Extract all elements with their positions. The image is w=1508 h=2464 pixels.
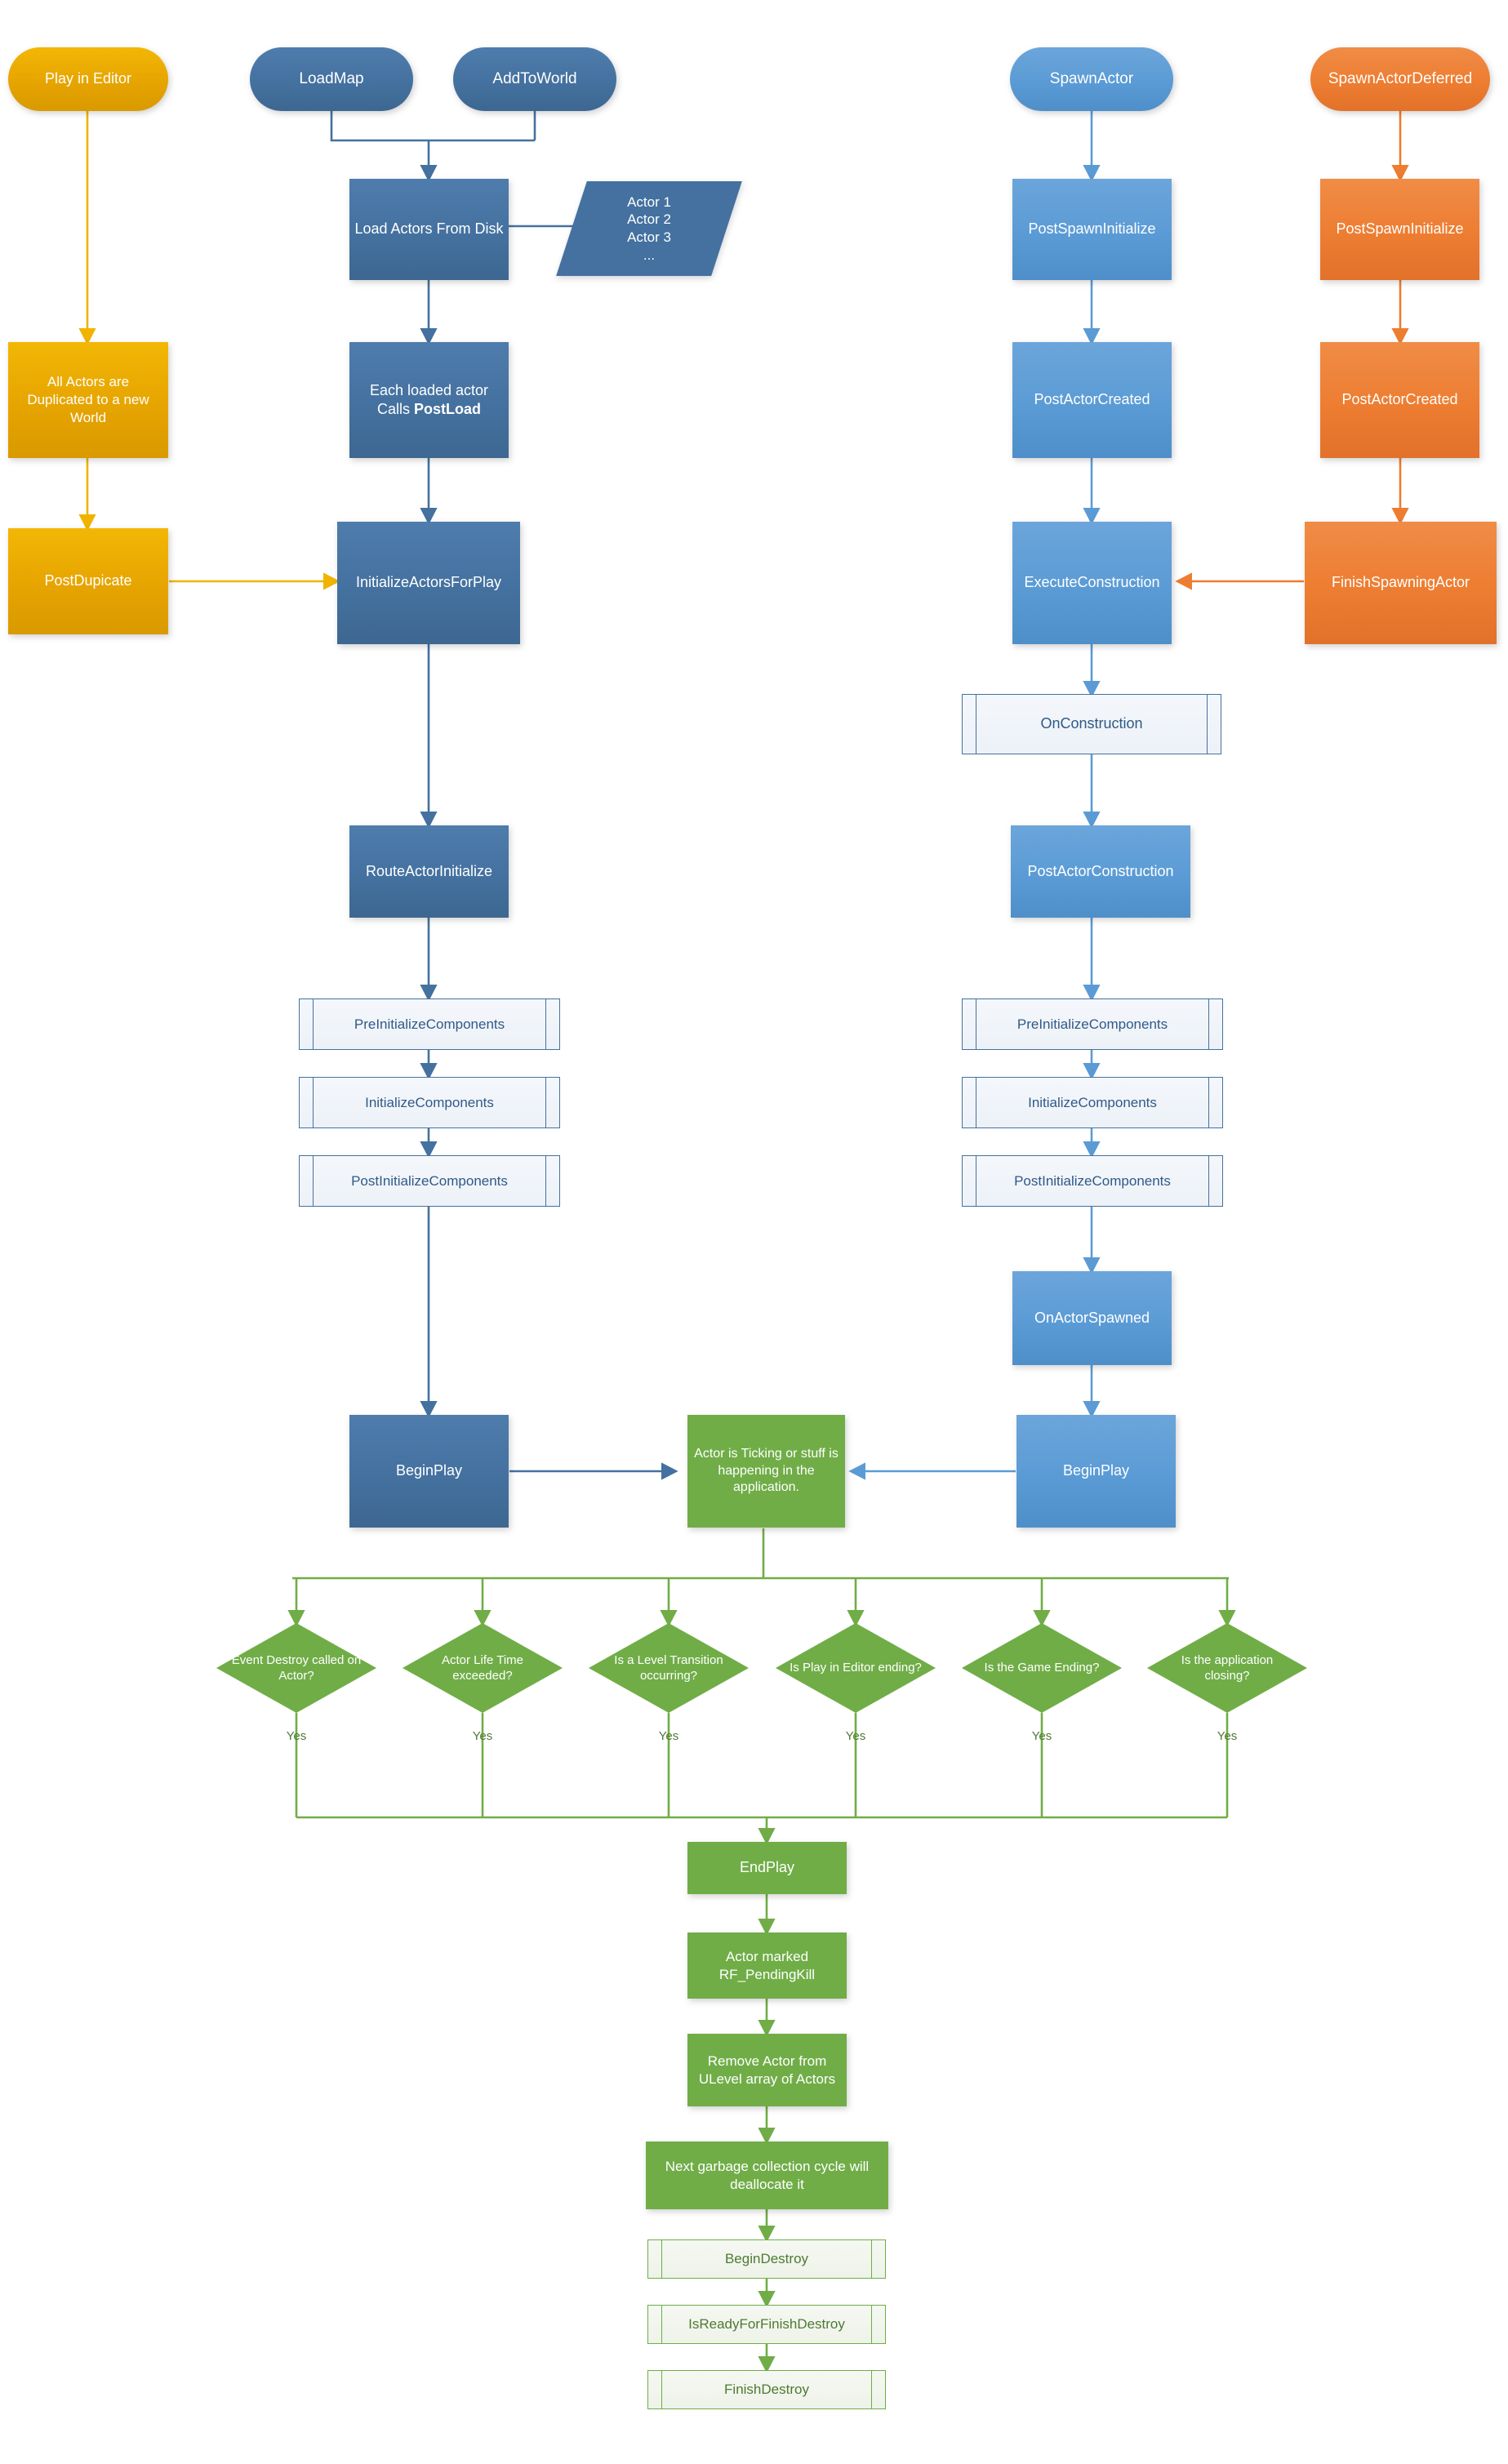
decision-play-in-editor-ending-label: Is Play in Editor ending? bbox=[790, 1661, 922, 1675]
process-post-spawn-initialize-blue[interactable]: PostSpawnInitialize bbox=[1012, 179, 1172, 280]
decision-game-ending-label: Is the Game Ending? bbox=[984, 1661, 1100, 1675]
decision-play-in-editor-ending[interactable]: Is Play in Editor ending? bbox=[776, 1623, 936, 1713]
actor-list-item-1: Actor 1 bbox=[627, 193, 671, 210]
process-route-actor-initialize[interactable]: RouteActorInitialize bbox=[349, 825, 509, 918]
process-load-actors-from-disk[interactable]: Load Actors From Disk bbox=[349, 179, 509, 280]
edge-label-yes-play-in-editor-ending: Yes bbox=[845, 1729, 866, 1743]
decision-event-destroy-label: Event Destroy called on Actor? bbox=[231, 1652, 362, 1683]
subroutine-post-initialize-components-left[interactable]: PostInitializeComponents bbox=[299, 1155, 560, 1207]
subroutine-initialize-components-left[interactable]: InitializeComponents bbox=[299, 1077, 560, 1128]
actor-list-item-3: Actor 3 bbox=[627, 229, 671, 245]
decision-application-closing-label: Is the application closing? bbox=[1181, 1652, 1274, 1683]
actor-list-text: Actor 1 Actor 2 Actor 3 ... bbox=[572, 193, 727, 265]
decision-game-ending[interactable]: Is the Game Ending? bbox=[962, 1623, 1122, 1713]
terminator-add-to-world[interactable]: AddToWorld bbox=[453, 47, 616, 111]
decision-event-destroy[interactable]: Event Destroy called on Actor? bbox=[216, 1623, 376, 1713]
subroutine-finish-destroy[interactable]: FinishDestroy bbox=[647, 2370, 886, 2409]
edge-label-yes-level-transition: Yes bbox=[658, 1729, 679, 1743]
decision-actor-life-time[interactable]: Actor Life Time exceeded? bbox=[403, 1623, 563, 1713]
subroutine-pre-initialize-components-right[interactable]: PreInitializeComponents bbox=[962, 998, 1223, 1050]
process-execute-construction[interactable]: ExecuteConstruction bbox=[1012, 522, 1172, 644]
process-post-dupicate[interactable]: PostDupicate bbox=[8, 528, 168, 634]
process-remove-actor-from-ulevel[interactable]: Remove Actor from ULevel array of Actors bbox=[687, 2034, 847, 2106]
process-on-actor-spawned[interactable]: OnActorSpawned bbox=[1012, 1271, 1172, 1365]
decision-application-closing[interactable]: Is the application closing? bbox=[1147, 1623, 1307, 1713]
process-each-loaded-actor-postload[interactable]: Each loaded actor Calls PostLoad bbox=[349, 342, 509, 458]
edge-label-yes-application-closing: Yes bbox=[1217, 1729, 1238, 1743]
subroutine-is-ready-for-finish-destroy[interactable]: IsReadyForFinishDestroy bbox=[647, 2305, 886, 2344]
process-post-actor-created-orange[interactable]: PostActorCreated bbox=[1320, 342, 1479, 458]
decision-level-transition[interactable]: Is a Level Transition occurring? bbox=[589, 1623, 749, 1713]
each-loaded-actor-line1: Each loaded actor bbox=[369, 381, 489, 398]
terminator-spawn-actor[interactable]: SpawnActor bbox=[1010, 47, 1173, 111]
subroutine-begin-destroy[interactable]: BeginDestroy bbox=[647, 2239, 886, 2279]
process-post-actor-construction[interactable]: PostActorConstruction bbox=[1011, 825, 1190, 918]
process-begin-play-right[interactable]: BeginPlay bbox=[1016, 1415, 1176, 1528]
subroutine-initialize-components-right[interactable]: InitializeComponents bbox=[962, 1077, 1223, 1128]
each-loaded-actor-line2-prefix: Calls bbox=[376, 401, 414, 417]
process-all-actors-duplicated[interactable]: All Actors are Duplicated to a new World bbox=[8, 342, 168, 458]
process-post-actor-created-blue[interactable]: PostActorCreated bbox=[1012, 342, 1172, 458]
process-initialize-actors-for-play[interactable]: InitializeActorsForPlay bbox=[337, 522, 520, 644]
terminator-load-map[interactable]: LoadMap bbox=[250, 47, 413, 111]
edge-label-yes-event-destroy: Yes bbox=[286, 1729, 307, 1743]
actor-list-item-2: Actor 2 bbox=[627, 211, 671, 228]
process-begin-play-left[interactable]: BeginPlay bbox=[349, 1415, 509, 1528]
terminator-play-in-editor[interactable]: Play in Editor bbox=[8, 47, 168, 111]
decision-level-transition-label: Is a Level Transition occurring? bbox=[614, 1652, 723, 1683]
edge-label-yes-game-ending: Yes bbox=[1031, 1729, 1052, 1743]
process-finish-spawning-actor[interactable]: FinishSpawningActor bbox=[1305, 522, 1497, 644]
actor-list-ellipsis: ... bbox=[643, 247, 656, 263]
subroutine-on-construction[interactable]: OnConstruction bbox=[962, 694, 1221, 754]
data-actor-list: Actor 1 Actor 2 Actor 3 ... bbox=[556, 181, 742, 276]
process-end-play[interactable]: EndPlay bbox=[687, 1842, 847, 1894]
process-actor-marked-pendingkill[interactable]: Actor marked RF_PendingKill bbox=[687, 1933, 847, 1999]
edge-label-yes-actor-life-time: Yes bbox=[472, 1729, 493, 1743]
each-loaded-actor-postload: PostLoad bbox=[413, 401, 481, 417]
process-next-gc-cycle[interactable]: Next garbage collection cycle will deall… bbox=[646, 2142, 888, 2209]
process-actor-is-ticking[interactable]: Actor is Ticking or stuff is happening i… bbox=[687, 1415, 845, 1528]
each-loaded-actor-text: Each loaded actor Calls PostLoad bbox=[370, 381, 488, 419]
decision-actor-life-time-label: Actor Life Time exceeded? bbox=[441, 1652, 524, 1683]
subroutine-pre-initialize-components-left[interactable]: PreInitializeComponents bbox=[299, 998, 560, 1050]
process-post-spawn-initialize-orange[interactable]: PostSpawnInitialize bbox=[1320, 179, 1479, 280]
subroutine-post-initialize-components-right[interactable]: PostInitializeComponents bbox=[962, 1155, 1223, 1207]
terminator-spawn-actor-deferred[interactable]: SpawnActorDeferred bbox=[1310, 47, 1490, 111]
